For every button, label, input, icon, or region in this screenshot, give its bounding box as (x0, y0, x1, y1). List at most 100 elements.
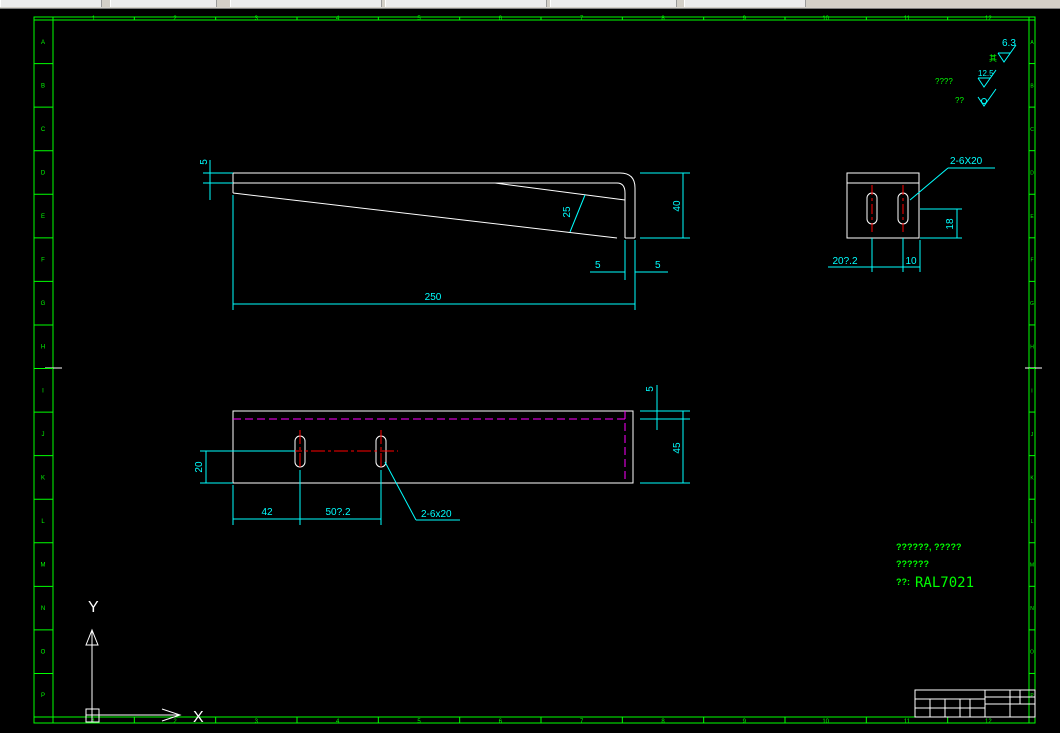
column-label-top: 7 (580, 16, 584, 22)
row-label-left: A (41, 40, 45, 46)
column-label-top: 8 (661, 16, 665, 22)
row-label-right: J (1031, 432, 1034, 438)
title-block[interactable] (914, 689, 1036, 718)
row-label-left: N (41, 606, 45, 612)
dim-top-thickness: 5 (645, 386, 656, 392)
row-label-left: K (41, 475, 45, 481)
drawing-frame (33, 16, 1036, 724)
row-label-right: C (1030, 127, 1034, 133)
column-label-bottom: 10 (822, 719, 829, 725)
global-roughness-value: 6.3 (1002, 38, 1016, 49)
row-label-left: H (41, 345, 45, 351)
dim-height: 40 (672, 200, 683, 212)
document-tab[interactable] (550, 0, 677, 7)
dim-pitch: 50?.2 (325, 507, 350, 518)
row-label-right: G (1030, 301, 1034, 307)
column-label-bottom: 5 (417, 719, 421, 725)
column-label-bottom: 6 (499, 719, 503, 725)
document-tab[interactable] (110, 0, 217, 7)
column-label-top: 5 (417, 16, 421, 22)
row-label-right: A (1030, 40, 1034, 46)
dim-slot-height: 20 (194, 461, 205, 473)
column-label-top: 3 (255, 16, 259, 22)
column-label-bottom: 9 (743, 719, 747, 725)
top-view[interactable]: 5 25 40 5 5 250 (199, 159, 690, 310)
roughness-symbol-icon (977, 44, 1017, 107)
ucs-y-label: Y (88, 599, 99, 616)
dim-bend-right: 5 (655, 260, 661, 271)
roughness-entry-label: ???? (935, 77, 953, 86)
dim-width: 45 (672, 442, 683, 454)
front-view-dimensions (200, 385, 690, 525)
row-label-right: L (1031, 519, 1034, 525)
note-color-label: ??: (896, 577, 910, 587)
row-label-right: H (1030, 345, 1034, 351)
row-label-right: E (1030, 214, 1034, 220)
row-label-left: I (42, 388, 44, 394)
note-line-2: ?????? (896, 559, 929, 569)
row-label-left: M (41, 563, 46, 569)
remaining-label: 其 (989, 54, 997, 63)
row-label-left: D (41, 170, 46, 176)
column-label-bottom: 3 (255, 719, 259, 725)
column-label-bottom: 4 (336, 719, 340, 725)
document-tab[interactable] (0, 0, 102, 7)
row-label-left: O (41, 650, 46, 656)
column-label-top: 6 (499, 16, 503, 22)
row-label-left: L (41, 519, 45, 525)
row-label-left: C (41, 127, 46, 133)
column-label-top: 1 (92, 16, 96, 22)
row-label-left: J (42, 432, 45, 438)
dim-left-thickness: 5 (199, 159, 210, 165)
column-label-top: 10 (822, 16, 829, 22)
top-view-dimensions (203, 160, 690, 310)
document-tab-strip (0, 0, 1060, 9)
row-label-left: F (41, 258, 45, 264)
front-view[interactable]: 5 45 20 42 50?.2 2-6x20 (194, 385, 690, 525)
front-view-centerline (288, 430, 398, 472)
row-label-right: D (1030, 170, 1034, 176)
note-line-1: ??????, ????? (896, 542, 961, 552)
column-label-top: 9 (743, 16, 747, 22)
side-view-dimensions (828, 167, 995, 272)
row-label-right: P (1030, 693, 1034, 699)
row-label-right: B (1030, 83, 1034, 89)
row-label-left: E (41, 214, 45, 220)
side-view-centerline (871, 185, 904, 232)
document-tab[interactable] (230, 0, 382, 7)
roughness-block[interactable]: 6.3 其 ???? 12.5 ?? (935, 38, 1017, 107)
roughness-entry-value: 12.5 (978, 69, 994, 78)
row-label-left: B (41, 83, 45, 89)
top-view-geometry (232, 172, 636, 239)
row-label-right: I (1031, 388, 1032, 394)
row-label-right: O (1030, 650, 1034, 656)
roughness-entry-label: ?? (955, 96, 964, 105)
row-label-left: P (41, 693, 45, 699)
column-label-top: 4 (336, 16, 340, 22)
column-label-bottom: 12 (985, 719, 992, 725)
technical-notes[interactable]: ??????, ????? ?????? ??: RAL7021 (896, 542, 974, 591)
row-label-right: K (1030, 475, 1034, 481)
row-label-right: M (1030, 563, 1034, 569)
side-dim-left: 20?.2 (832, 256, 857, 267)
column-label-top: 12 (985, 16, 992, 22)
column-label-bottom: 7 (580, 719, 584, 725)
side-slot-callout: 2-6X20 (950, 156, 983, 167)
ucs-x-label: X (193, 709, 204, 726)
side-view[interactable]: 2-6X20 18 20?.2 10 (828, 156, 995, 272)
front-view-geometry (232, 410, 634, 484)
side-dim-gap: 10 (905, 256, 917, 267)
document-tab[interactable] (385, 0, 547, 7)
column-label-bottom: 2 (173, 719, 177, 725)
column-label-bottom: 11 (904, 719, 911, 725)
dim-length: 250 (425, 292, 442, 303)
note-color-value: RAL7021 (915, 575, 974, 591)
row-label-right: F (1030, 258, 1033, 264)
document-tab[interactable] (684, 0, 806, 7)
side-dim-height: 18 (945, 218, 956, 230)
